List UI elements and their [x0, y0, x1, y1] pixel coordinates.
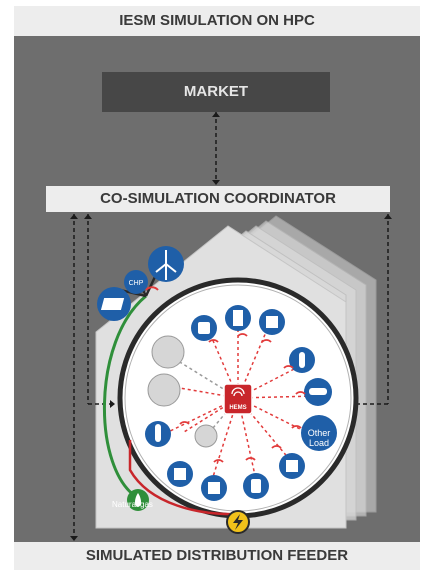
page-title: IESM SIMULATION ON HPC [14, 6, 420, 36]
price-chart-icon [151, 335, 185, 369]
other-load-label: Other Load [307, 428, 331, 448]
chp-icon [124, 270, 148, 294]
natural-gas-label: Natural gas [112, 500, 153, 509]
market-box: MARKET [102, 72, 330, 112]
power-line-red [128, 440, 237, 516]
hems-label: HEMS [229, 405, 247, 411]
device-icons [145, 305, 337, 501]
wifi-icon [145, 286, 159, 291]
chp-label: CHP [129, 280, 144, 287]
gas-line [103, 294, 147, 500]
co-simulation-coordinator-bar: CO-SIMULATION COORDINATOR [46, 186, 390, 212]
dashed-connectors [73, 112, 389, 540]
occupancy-icon [194, 424, 218, 448]
distribution-feeder-bar: SIMULATED DISTRIBUTION FEEDER [14, 542, 420, 570]
other-load-icon [301, 415, 337, 451]
weather-icon [147, 373, 181, 407]
wifi-marks [179, 333, 306, 463]
hems-hub-icon [223, 383, 253, 415]
